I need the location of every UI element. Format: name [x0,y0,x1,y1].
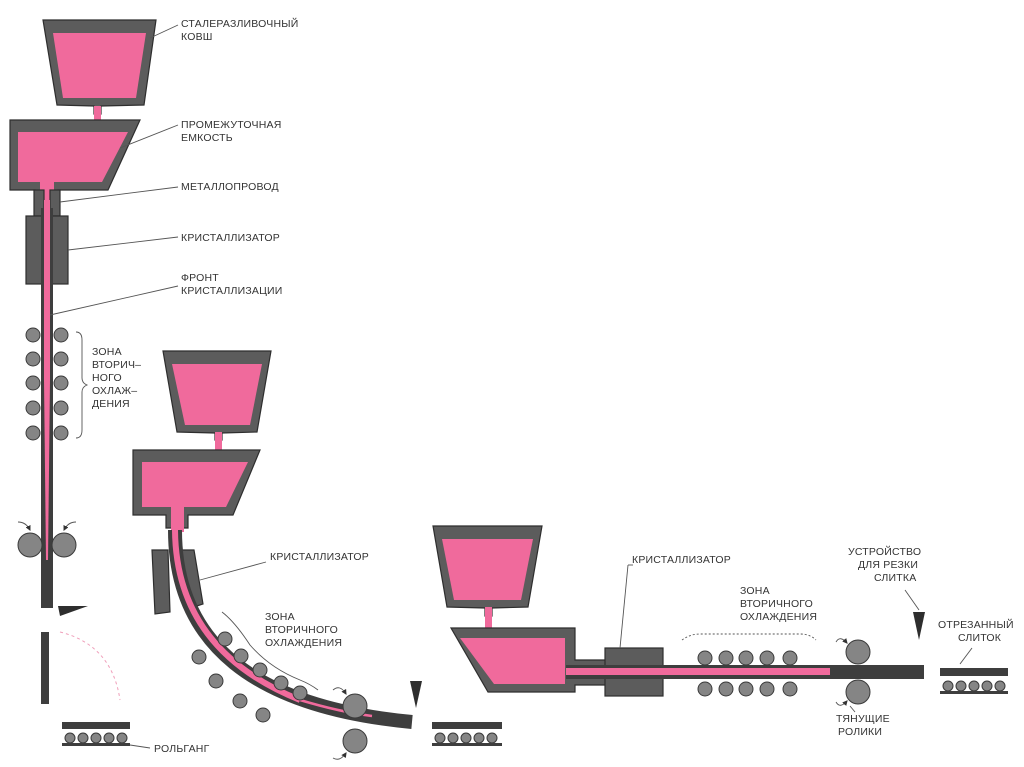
curved-cooling-bracket [221,611,319,691]
secondary-cooling-curved-label: ЗОНА ВТОРИЧНОГО ОХЛАЖДЕНИЯ [265,611,342,649]
horizontal-pulling-rolls [835,637,871,707]
pulling-rolls-label: ТЯНУЩИЕ РОЛИКИ [836,713,893,738]
metal-pipe-label: МЕТАЛЛОПРОВОД [181,181,279,193]
vertical-cutter [58,606,88,616]
vertical-cut-ingot [41,632,49,704]
curved-strand-liquid-core [172,529,302,703]
curved-cooling-rollers [191,631,308,723]
ingot-fall-path [59,631,121,701]
solidification-front-label: ФРОНТ КРИСТАЛЛИЗАЦИИ [181,272,283,297]
cut-ingot-label: ОТРЕЗАННЫЙ СЛИТОК [938,618,1017,644]
ladle-label: СТАЛЕРАЗЛИВОЧНЫЙ КОВШ [181,17,302,43]
horizontal-tundish [449,627,609,693]
vertical-cooling-bracket [75,331,89,439]
horizontal-caster: КРИСТАЛЛИЗАТОР ЗОНА ВТОРИЧНОГО ОХЛАЖДЕНИ… [432,525,1017,738]
roller-table-label: РОЛЬГАНГ [154,743,210,755]
curved-cutter [410,681,422,708]
vertical-roller-table [62,722,130,746]
vertical-strand-liquid-core [44,200,50,380]
curved-ladle [162,350,272,441]
horizontal-cutter [913,612,925,640]
secondary-cooling-horizontal-label: ЗОНА ВТОРИЧНОГО ОХЛАЖДЕНИЯ [740,585,817,623]
crystallizer-label: КРИСТАЛЛИЗАТОР [181,232,280,244]
horizontal-pour-stream [485,607,492,640]
horizontal-crystallizer [604,647,664,697]
curved-pour-stream [215,432,222,457]
secondary-cooling-vertical-label: ЗОНА ВТОРИЧ– НОГО ОХЛАЖ– ДЕНИЯ [92,346,144,410]
vertical-cooling-rollers [25,327,69,441]
horizontal-cooling-rollers [697,650,798,697]
horizontal-ladle [432,525,543,617]
tundish-label: ПРОМЕЖУТОЧНАЯ ЕМКОСТЬ [181,119,285,144]
horizontal-cut-ingot-table [940,668,1008,694]
curved-caster: КРИСТАЛЛИЗАТОР ЗОНА ВТОРИЧНОГО ОХЛАЖДЕНИ… [132,350,502,760]
vertical-ladle [42,19,157,115]
vertical-crystallizer [25,215,69,285]
curved-tundish [132,449,261,532]
vertical-pour-stream [94,106,101,128]
horizontal-cooling-bracket [681,633,817,641]
curved-roller-table [432,722,502,746]
cutting-device-label: УСТРОЙСТВО ДЛЯ РЕЗКИ СЛИТКА [848,545,924,584]
horizontal-strand-liquid-core [566,668,830,675]
curved-crystallizer-label: КРИСТАЛЛИЗАТОР [270,551,369,563]
vertical-pulling-rolls [17,521,77,558]
horizontal-crystallizer-label: КРИСТАЛЛИЗАТОР [632,554,731,566]
curved-pulling-rolls [332,687,368,760]
vertical-caster: СТАЛЕРАЗЛИВОЧНЫЙ КОВШ ПРОМЕЖУТОЧНАЯ ЕМКО… [9,17,302,755]
